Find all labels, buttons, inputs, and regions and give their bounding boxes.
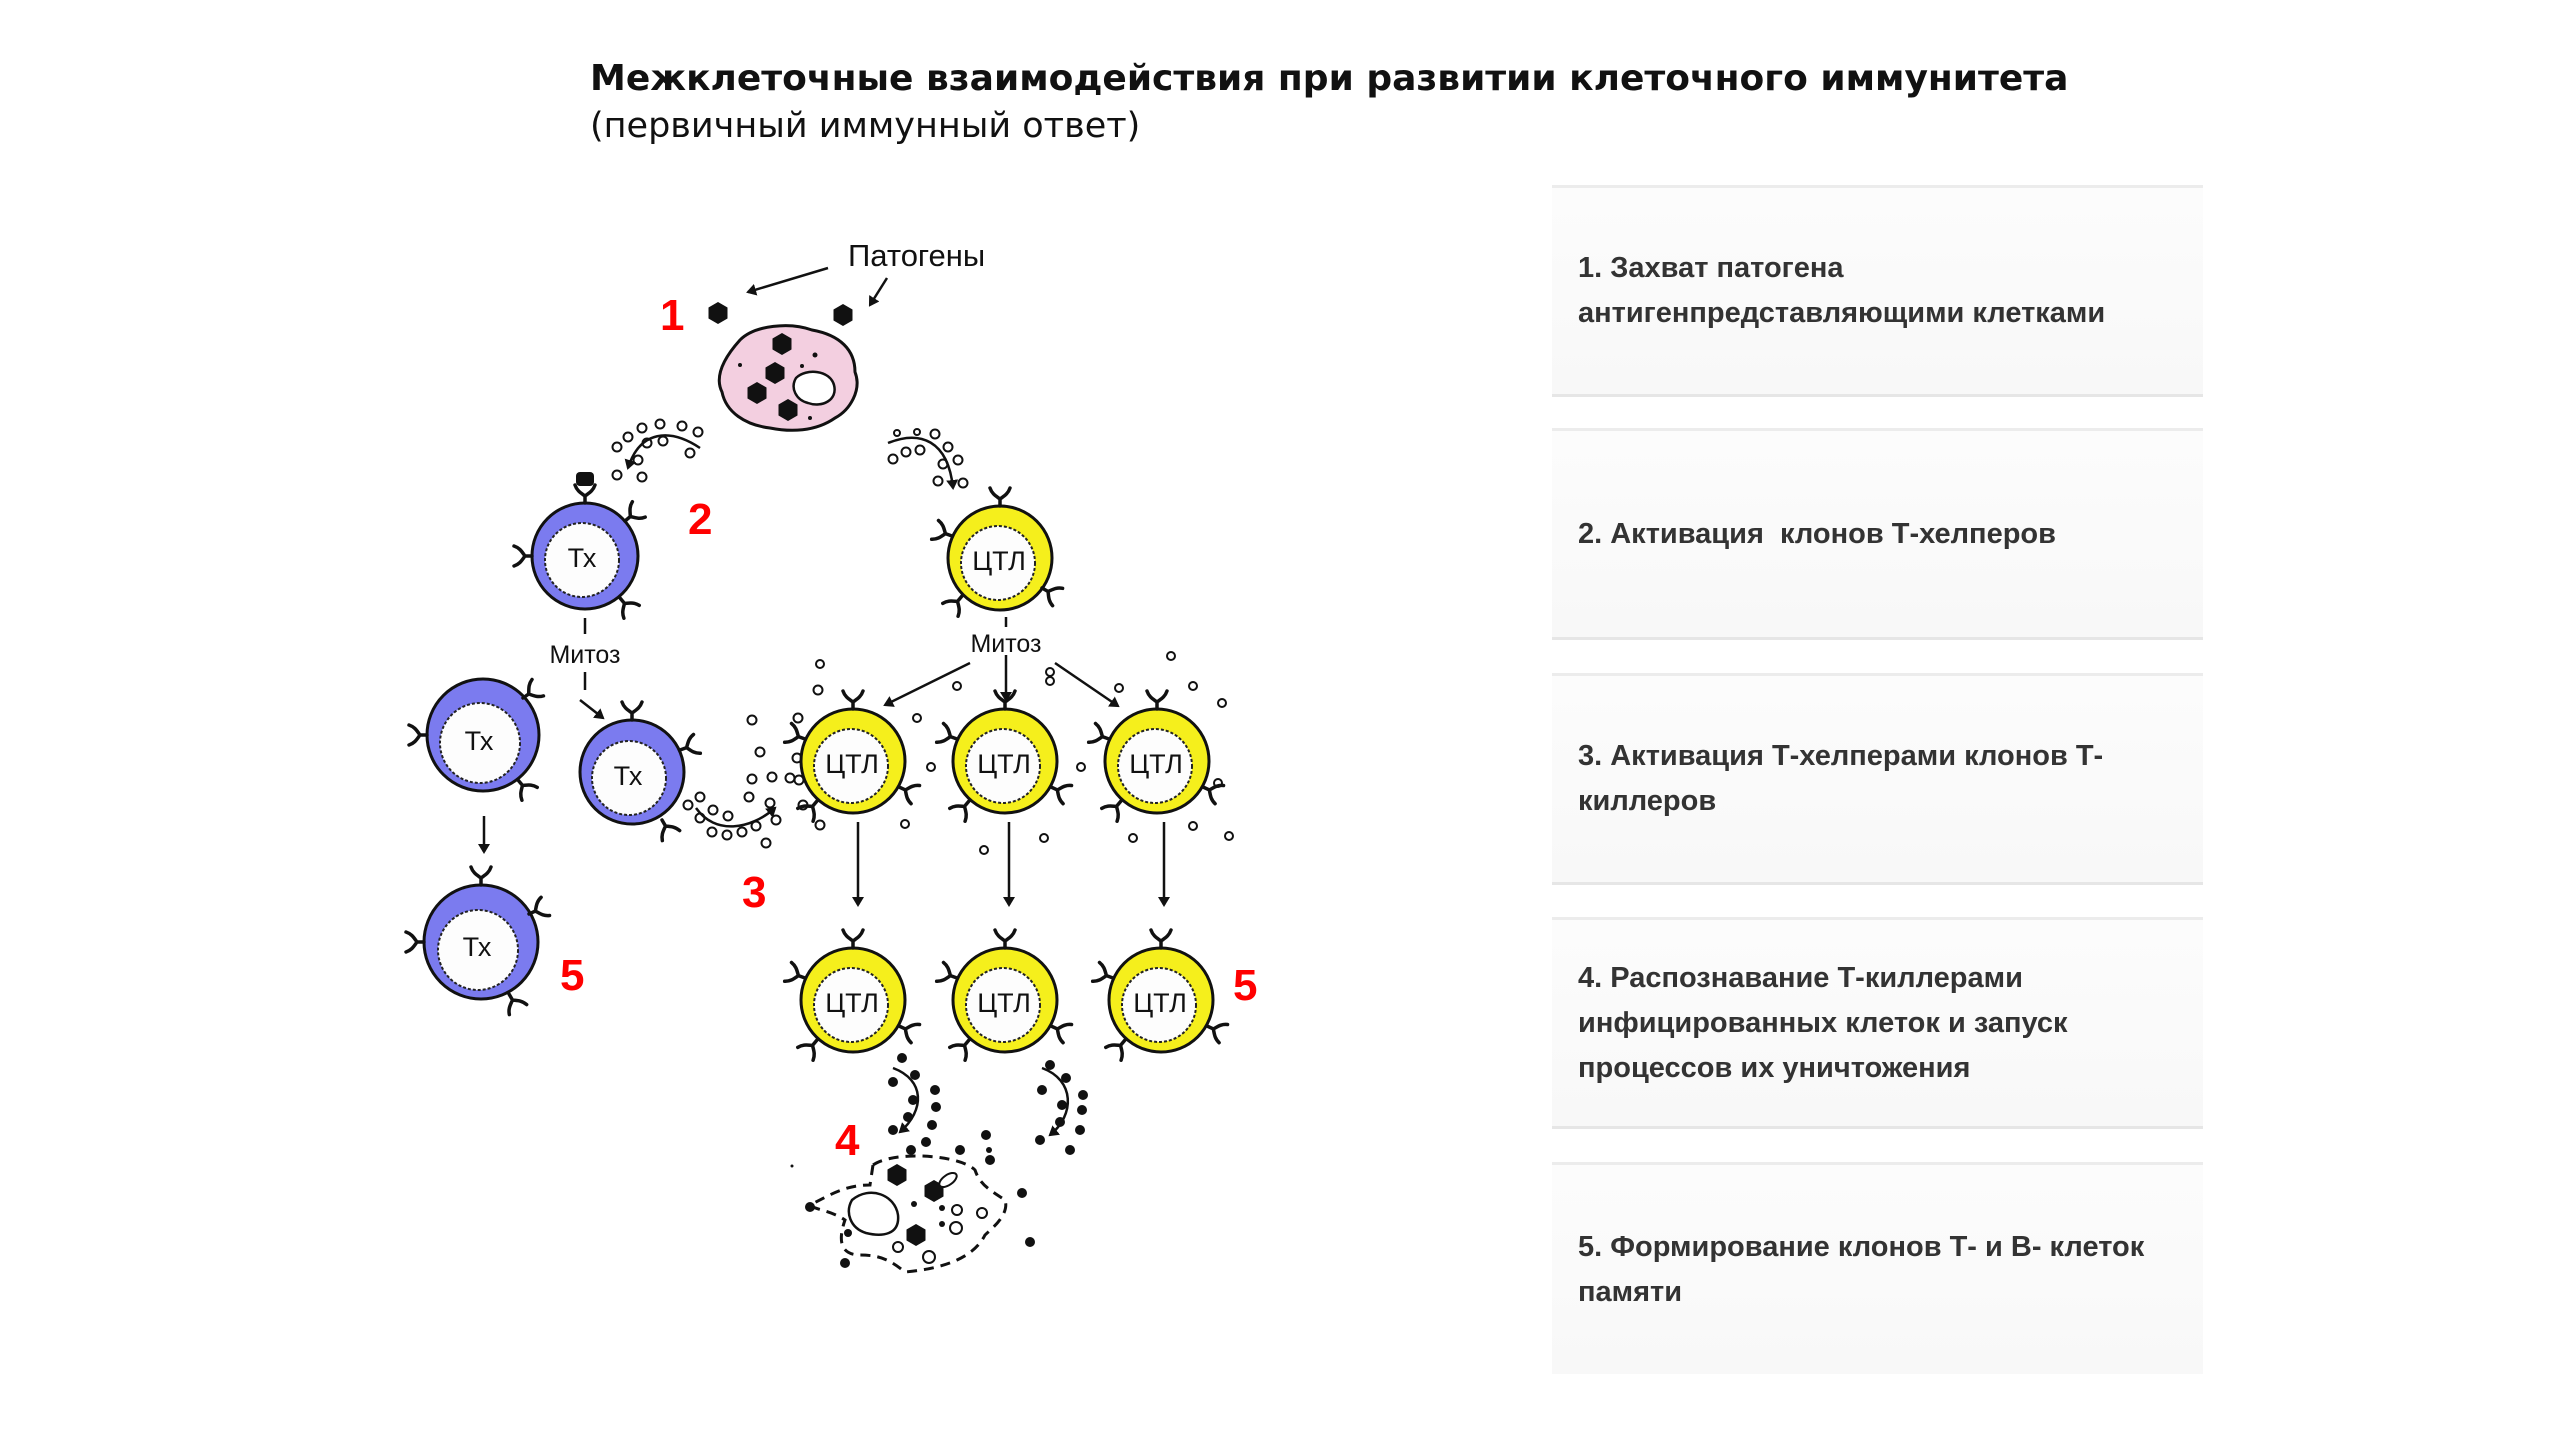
mitosis-arrow xyxy=(883,661,971,707)
step-marker-1: 1 xyxy=(660,291,684,340)
step-marker-2: 2 xyxy=(688,495,712,544)
cytokine-dots xyxy=(815,651,1234,855)
step-item-1: 1. Захват патогена антигенпредставляющим… xyxy=(1552,185,2203,397)
pathogen-icon xyxy=(833,304,853,326)
helper-mitosis-label: Митоз xyxy=(549,641,620,669)
memory-cytotoxic-t-cell: ЦТЛ xyxy=(1090,928,1230,1062)
killer-mitosis-label: Митоз xyxy=(970,630,1041,658)
page-subtitle: (первичный иммунный ответ) xyxy=(590,106,1141,146)
step-item-2: 2. Активация клонов Т-хелперов xyxy=(1552,428,2203,640)
step-marker-4: 4 xyxy=(835,1116,860,1165)
step-text: 5. Формирование клонов Т- и В- клеток па… xyxy=(1578,1230,2145,1308)
memory-cytotoxic-t-cell: ЦТЛ xyxy=(782,928,922,1062)
pathogen-arrow-left xyxy=(746,266,829,296)
step-text: 3. Активация Т-хелперами клонов Т- килле… xyxy=(1578,740,2104,817)
helper-t-cell: Тх xyxy=(512,472,647,620)
step-item-3: 3. Активация Т-хелперами клонов Т- килле… xyxy=(1552,673,2203,885)
cytotoxic-t-cell: ЦТЛ xyxy=(934,689,1074,823)
pathogen-arrow-right xyxy=(868,277,889,307)
killer-cell-label: ЦТЛ xyxy=(977,749,1031,779)
killer-cell-label: ЦТЛ xyxy=(972,546,1026,576)
pathogens-label: Патогены xyxy=(848,238,985,273)
killer-cell-label: ЦТЛ xyxy=(1129,749,1183,779)
killer-cell-label: ЦТЛ xyxy=(1133,988,1187,1018)
killer-cell-label: ЦТЛ xyxy=(977,988,1031,1018)
helper-cell-label: Тх xyxy=(614,761,643,791)
cytotoxic-t-cell: ЦТЛ xyxy=(1086,689,1226,823)
step-item-4: 4. Распознавание Т-киллерами инфицирован… xyxy=(1552,917,2203,1129)
helper-cell-label: Тх xyxy=(568,543,597,573)
helper-t-cell: Тх xyxy=(578,700,703,843)
memory-helper-t-cell: Тх xyxy=(404,865,552,1017)
helper-cell-label: Тх xyxy=(465,726,494,756)
mitosis-arrow xyxy=(1054,661,1120,708)
antigen-presenting-cell xyxy=(717,324,859,432)
cytokine-signal-to-helper xyxy=(611,418,704,483)
step-marker-5-helper: 5 xyxy=(560,951,584,1000)
cytotoxic-granules xyxy=(888,1053,1088,1165)
step-text: 1. Захват патогена антигенпредставляющим… xyxy=(1578,252,2106,329)
cytotoxic-t-cell: ЦТЛ xyxy=(929,486,1065,618)
page-title: Межклеточные взаимодействия при развитии… xyxy=(590,58,2069,99)
memory-cytotoxic-t-cell: ЦТЛ xyxy=(934,928,1074,1062)
step-text: 4. Распознавание Т-киллерами инфицирован… xyxy=(1578,961,2068,1084)
pathogen-icon xyxy=(708,302,728,324)
killer-cell-label: ЦТЛ xyxy=(825,749,879,779)
helper-t-cell: Тх xyxy=(407,677,546,802)
step-marker-5-killer: 5 xyxy=(1233,961,1257,1010)
killer-cell-label: ЦТЛ xyxy=(825,988,879,1018)
step-text: 2. Активация клонов Т-хелперов xyxy=(1578,517,2056,550)
cytotoxic-t-cell: ЦТЛ xyxy=(782,689,922,823)
helper-cell-label: Тх xyxy=(463,932,492,962)
mitosis-arrow xyxy=(579,699,605,720)
step-marker-3: 3 xyxy=(742,868,766,917)
step-item-5: 5. Формирование клонов Т- и В- клеток па… xyxy=(1552,1162,2203,1374)
destroyed-infected-cell xyxy=(790,1154,1035,1274)
cytokine-signal-to-killer xyxy=(887,428,969,490)
